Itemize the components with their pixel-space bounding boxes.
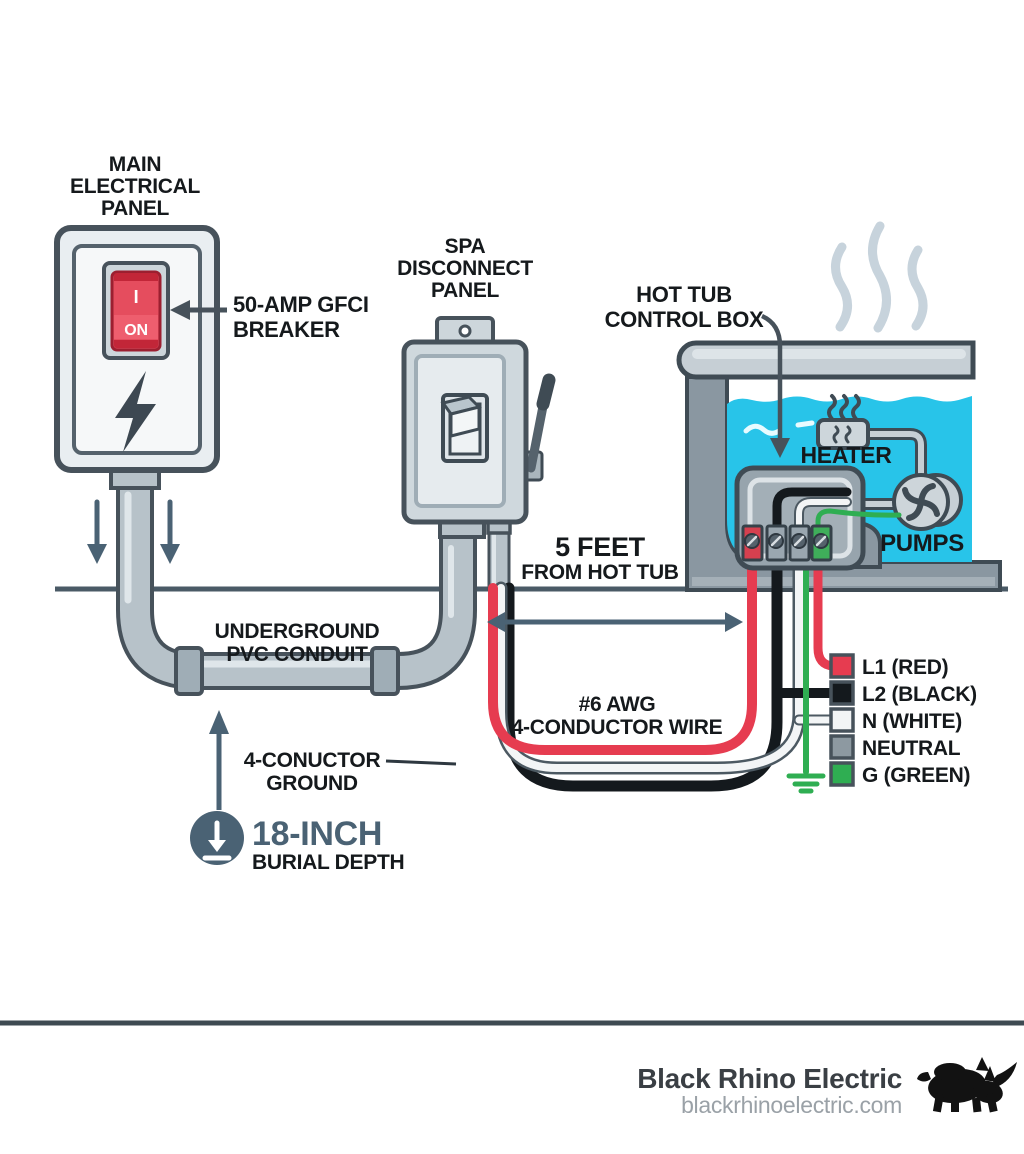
rhino-logo-icon: [917, 1057, 1017, 1113]
control-box-label-1: HOT TUB: [636, 282, 732, 307]
lightning-bolt-icon: [115, 371, 156, 452]
pump-group: PUMPS: [880, 473, 965, 557]
terminal-screws: [744, 533, 829, 549]
toggle-handle-front: [449, 405, 481, 438]
disconnect-panel-group: [401, 316, 556, 539]
ground-callout-line: [385, 759, 457, 766]
footer-brand: Black Rhino Electric: [637, 1063, 902, 1094]
distance-arrow: [487, 612, 743, 632]
disconnect-tab-hole: [458, 324, 472, 338]
legend-swatch-l2: [829, 680, 855, 706]
breaker-callout-2: BREAKER: [233, 317, 340, 342]
conduit-label-1: UNDERGROUND: [215, 620, 380, 643]
labels-group: MAIN ELECTRICAL PANEL 50-AMP GFCI BREAKE…: [70, 153, 790, 874]
conduit-group: [116, 486, 511, 696]
breaker-callout-1: 50-AMP GFCI: [233, 292, 369, 317]
breaker-rocker-top-band: [114, 273, 158, 281]
legend-swatch-neutral: [829, 734, 855, 760]
control-box-callout-arrowhead: [770, 438, 790, 458]
flow-down-arrows: [87, 499, 180, 564]
control-box-internal-wires: [772, 487, 902, 537]
wire-spec-label-1: #6 AWG: [579, 693, 656, 716]
main-panel-label-1: MAIN: [109, 153, 161, 176]
conduit-coupling-1: [174, 646, 204, 696]
legend-swatch-n: [829, 707, 855, 733]
legend-label-l1: L1 (RED): [862, 656, 948, 679]
water-wave-marks: [743, 420, 815, 436]
footer-group: Black Rhino Electric blackrhinoelectric.…: [0, 1020, 1024, 1118]
breaker-switch-i: I: [134, 287, 139, 307]
hot-tub-floor-highlight: [692, 577, 995, 586]
ground-callout-1: 4-CONUCTOR: [244, 749, 381, 772]
main-panel-group: I ON: [54, 225, 220, 490]
burial-value-label: 18-INCH: [252, 815, 382, 853]
breaker-callout-arrowhead: [170, 300, 190, 320]
breaker-rocker-bottom-band: [114, 340, 158, 348]
heater-icon: [816, 418, 870, 450]
disconnect-label-3: PANEL: [431, 279, 500, 302]
legend-label-l2: L2 (BLACK): [862, 683, 977, 706]
footer-website: blackrhinoelectric.com: [681, 1092, 902, 1118]
main-panel-label-3: PANEL: [101, 197, 170, 220]
distance-label-1: 5 FEET: [555, 532, 646, 562]
hot-tub-rim-highlight: [692, 349, 966, 359]
disconnect-label-2: DISCONNECT: [397, 257, 533, 280]
conduit-label-2: PVC CONDUIT: [226, 643, 368, 666]
burial-caption-label: BURIAL DEPTH: [252, 851, 404, 874]
distance-label-2: FROM HOT TUB: [521, 561, 679, 584]
conduit-coupling-2: [370, 646, 400, 696]
legend-group: L1 (RED) L2 (BLACK) N (WHITE) NEUTRAL G …: [829, 653, 977, 787]
legend-label-neutral: NEUTRAL: [862, 737, 961, 760]
heater-label: HEATER: [800, 442, 892, 468]
hot-tub-rim: [676, 340, 976, 380]
heater-inner-squiggles: [832, 425, 852, 444]
control-box-label-2: CONTROL BOX: [605, 307, 764, 332]
legend-swatch-g: [829, 761, 855, 787]
steam-icon: [831, 221, 928, 333]
main-panel-label-2: ELECTRICAL: [70, 175, 200, 198]
control-box-group: [734, 465, 902, 571]
legend-label-n: N (WHITE): [862, 710, 962, 733]
ground-symbol-icon: [786, 773, 826, 794]
wire-spec-label-2: 4-CONDUCTOR WIRE: [512, 716, 723, 739]
legend-swatch-l1: [829, 653, 855, 679]
burial-depth-icon: [190, 811, 244, 865]
disconnect-label-1: SPA: [445, 235, 486, 258]
wire-red-loop: [488, 553, 757, 755]
pumps-label: PUMPS: [880, 530, 964, 557]
control-box-callout-line: [760, 313, 783, 440]
pvc-conduit-body: [120, 486, 473, 686]
legend-label-g: G (GREEN): [862, 764, 970, 787]
pump-hub: [916, 497, 926, 507]
ground-callout-2: GROUND: [266, 772, 358, 795]
heater-steam-icon: [827, 394, 861, 421]
burial-depth-arrow: [209, 710, 229, 810]
breaker-rocker-mid-band: [114, 315, 158, 339]
breaker-switch-on: ON: [124, 322, 147, 339]
